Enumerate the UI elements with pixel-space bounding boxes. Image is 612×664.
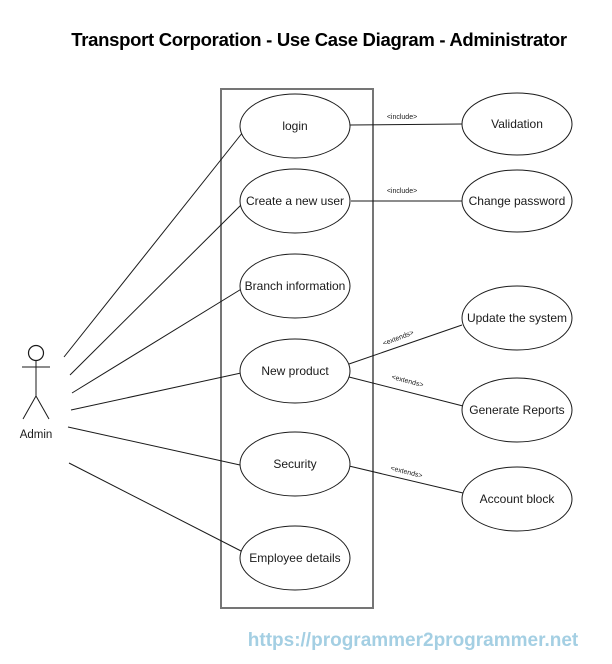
- actor-label: Admin: [20, 429, 53, 441]
- usecase-generate-reports-label: Generate Reports: [469, 403, 564, 417]
- actor-head: [27, 344, 45, 362]
- actor-admin: Admin: [20, 344, 53, 441]
- usecase-login-ellipse: [239, 93, 351, 159]
- extends-link-newproduct-generatereports: [348, 376, 464, 407]
- association-admin-new-product: [70, 372, 242, 411]
- association-admin-login: [63, 131, 244, 358]
- extends-link-newproduct-updatesystem: [348, 324, 463, 365]
- include-link-login-validation: [349, 123, 463, 126]
- association-admin-employee-details: [68, 462, 244, 553]
- usecase-account-block: Account block: [461, 466, 573, 532]
- extends-link-security-accountblock: [348, 465, 464, 494]
- usecase-validation: Validation: [461, 92, 573, 156]
- usecase-create-a-new-user: Create a new user: [239, 168, 351, 234]
- usecase-employee-details-ellipse: [239, 525, 351, 591]
- usecase-employee-details-label: Employee details: [249, 551, 340, 565]
- usecase-update-the-system-label: Update the system: [467, 311, 567, 325]
- stereotype-extends-3: <extends>: [390, 465, 423, 480]
- stereotype-extends-1: <extends>: [382, 329, 415, 347]
- stereotype-include-1: <include>: [387, 114, 417, 121]
- usecase-update-the-system: Update the system: [461, 285, 573, 351]
- usecase-validation-ellipse: [461, 92, 573, 156]
- usecase-new-product: New product: [239, 338, 351, 404]
- actor-right-leg: [35, 395, 50, 420]
- association-admin-branch-information: [71, 287, 244, 394]
- usecase-validation-label: Validation: [491, 117, 543, 131]
- usecase-branch-information: Branch information: [239, 253, 351, 319]
- usecase-update-the-system-ellipse: [461, 285, 573, 351]
- usecase-account-block-ellipse: [461, 466, 573, 532]
- usecase-branch-information-label: Branch information: [245, 279, 346, 293]
- system-boundary-box: [220, 88, 374, 609]
- usecase-create-a-new-user-ellipse: [239, 168, 351, 234]
- usecase-change-password: Change password: [461, 169, 573, 233]
- actor-left-leg: [22, 395, 37, 420]
- usecase-new-product-label: New product: [261, 364, 329, 378]
- usecase-security: Security: [239, 431, 351, 497]
- usecase-create-a-new-user-label: Create a new user: [246, 194, 344, 208]
- diagram-title: Transport Corporation - Use Case Diagram…: [71, 29, 567, 50]
- usecase-new-product-ellipse: [239, 338, 351, 404]
- usecase-branch-information-ellipse: [239, 253, 351, 319]
- usecase-login-label: login: [282, 119, 307, 133]
- usecase-security-label: Security: [273, 457, 316, 471]
- usecase-change-password-label: Change password: [469, 194, 566, 208]
- usecase-generate-reports-ellipse: [461, 377, 573, 443]
- association-admin-create-a-new-user: [69, 203, 243, 376]
- stereotype-extends-2: <extends>: [391, 374, 424, 389]
- usecase-account-block-label: Account block: [480, 492, 556, 506]
- association-admin-security: [67, 426, 241, 466]
- usecase-security-ellipse: [239, 431, 351, 497]
- usecase-employee-details: Employee details: [239, 525, 351, 591]
- usecase-generate-reports: Generate Reports: [461, 377, 573, 443]
- usecase-login: login: [239, 93, 351, 159]
- watermark-url[interactable]: https://programmer2programmer.net: [248, 630, 579, 651]
- usecase-change-password-ellipse: [461, 169, 573, 233]
- stereotype-include-2: <include>: [387, 188, 417, 195]
